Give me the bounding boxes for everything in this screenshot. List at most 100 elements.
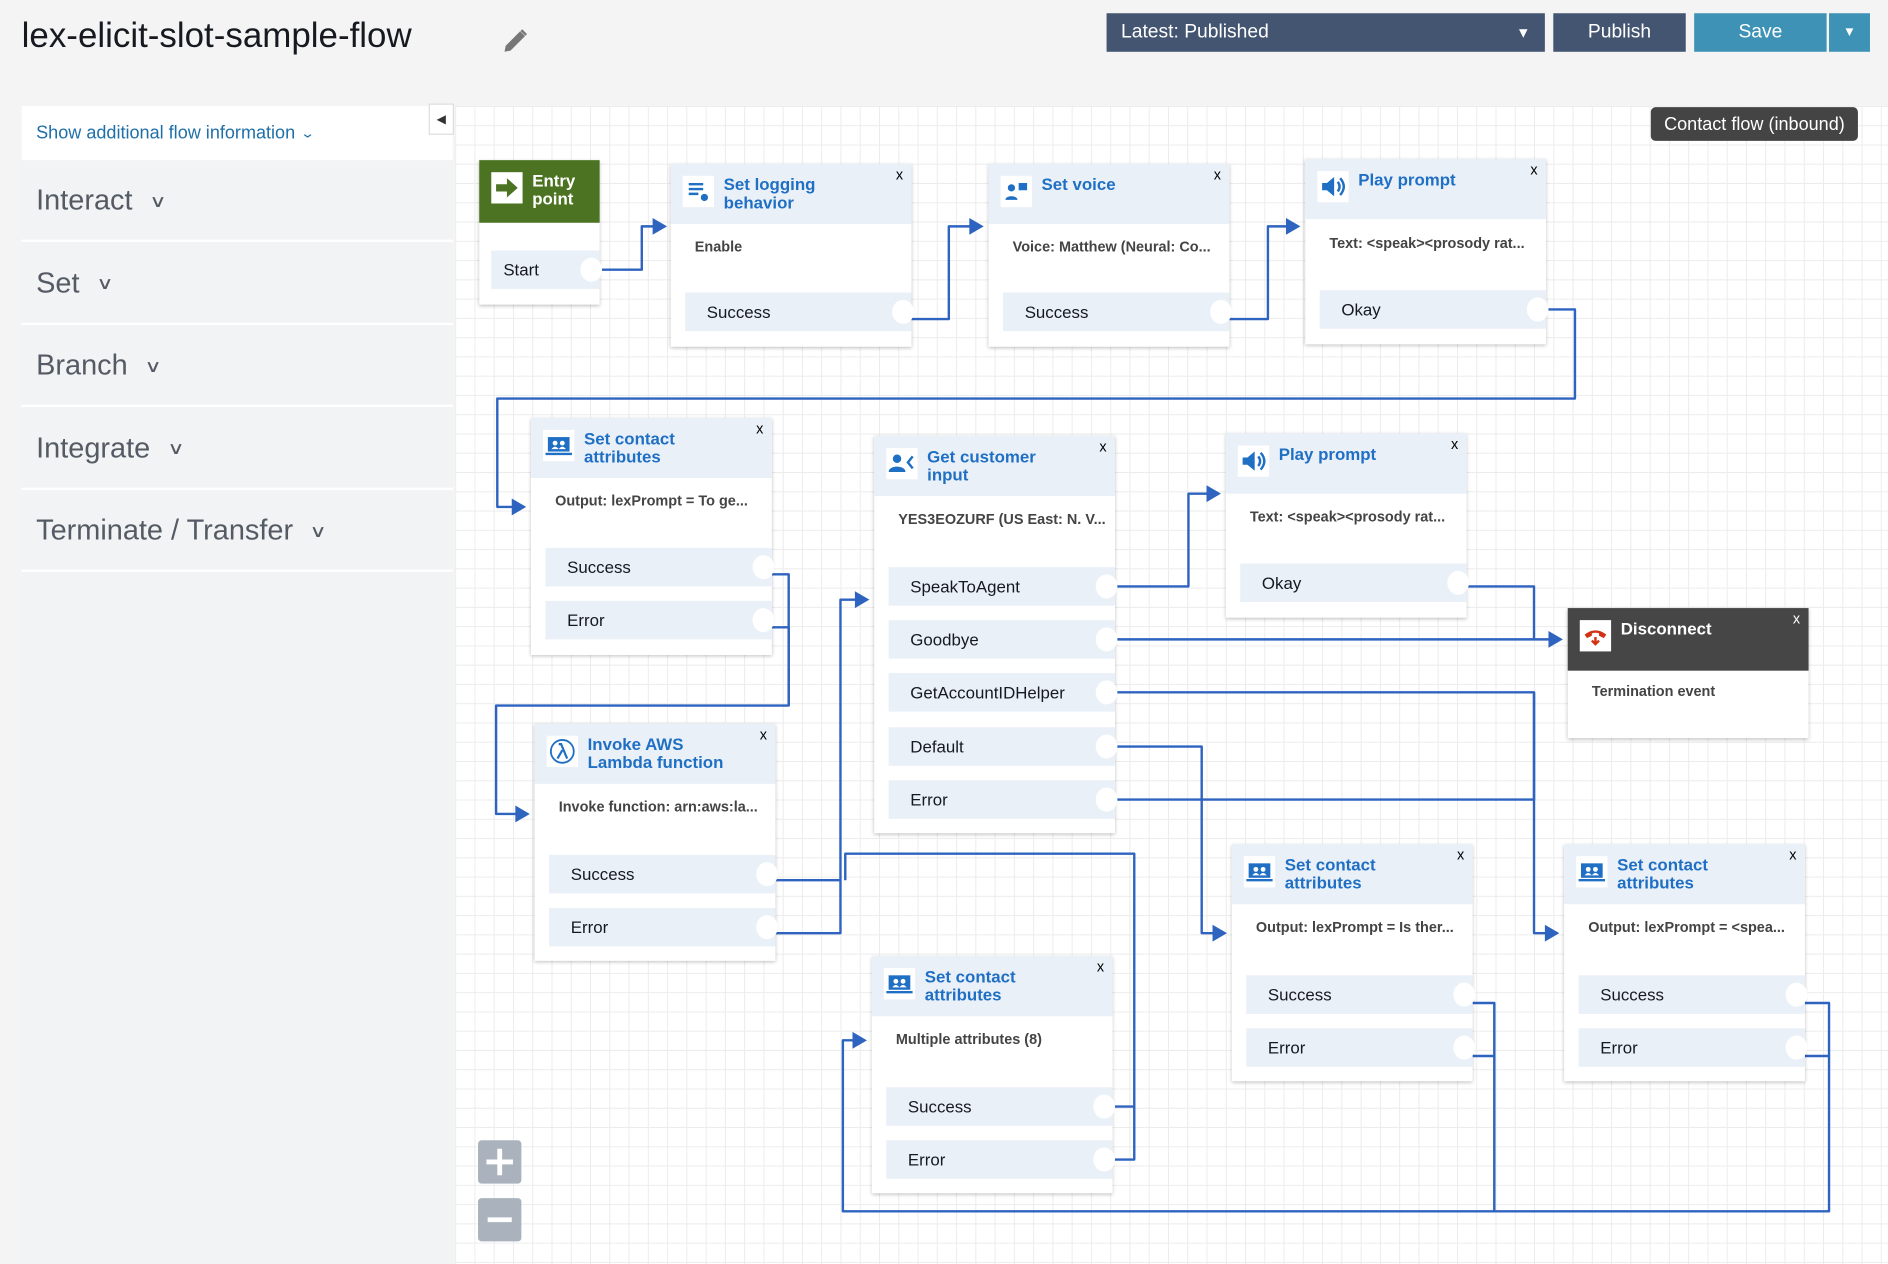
contact-attributes-icon bbox=[543, 429, 575, 462]
collapse-sidebar-button[interactable]: ◀ bbox=[428, 103, 454, 135]
close-icon[interactable]: x bbox=[1099, 438, 1107, 456]
category-terminate-transfer[interactable]: Terminate / Transfer∨ bbox=[21, 492, 453, 572]
category-label: Set bbox=[36, 266, 80, 300]
contact-attributes-icon bbox=[1243, 856, 1276, 888]
branch-port[interactable] bbox=[1095, 734, 1118, 759]
close-icon[interactable]: x bbox=[1213, 166, 1221, 184]
branch-error: Error bbox=[886, 1140, 1115, 1179]
close-icon[interactable]: x bbox=[1792, 610, 1801, 628]
branch-port[interactable] bbox=[1453, 1035, 1476, 1060]
branch-port[interactable] bbox=[892, 299, 914, 324]
branch-error: Error bbox=[888, 780, 1118, 819]
publish-button[interactable]: Publish bbox=[1553, 13, 1686, 52]
branch-port[interactable] bbox=[1093, 1147, 1115, 1172]
zoom-in-button[interactable] bbox=[478, 1140, 522, 1184]
block-title: Set voice bbox=[1041, 174, 1116, 194]
branch-success: Success bbox=[1246, 975, 1476, 1014]
category-set[interactable]: Set ∨ bbox=[21, 245, 453, 325]
branch-error: Error bbox=[549, 907, 778, 947]
logging-icon bbox=[682, 175, 715, 208]
category-label: Interact bbox=[36, 184, 133, 217]
branch-error: Error bbox=[1578, 1028, 1808, 1067]
entry-arrow-icon bbox=[491, 172, 523, 204]
block-title: Entry point bbox=[532, 170, 576, 209]
branch-default: Default bbox=[888, 727, 1118, 766]
branch-port[interactable] bbox=[1447, 570, 1470, 595]
save-button[interactable]: Save bbox=[1694, 13, 1827, 52]
branch-port[interactable] bbox=[1095, 627, 1118, 652]
branch-port[interactable] bbox=[1785, 982, 1808, 1007]
block-title: Set contact attributes bbox=[1617, 854, 1708, 893]
chevron-down-icon: ∨ bbox=[166, 438, 185, 458]
branch-start: Start bbox=[491, 250, 603, 289]
block-title: Set contact attributes bbox=[924, 966, 1016, 1005]
branch-port[interactable] bbox=[1210, 299, 1232, 324]
block-description: Text: <speak><prosody rat... bbox=[1329, 234, 1525, 252]
plus-icon bbox=[486, 1148, 513, 1176]
branch-error: Error bbox=[1246, 1028, 1476, 1067]
close-icon[interactable]: x bbox=[759, 726, 768, 743]
close-icon[interactable]: x bbox=[1450, 435, 1459, 453]
branch-success: Success bbox=[545, 547, 775, 587]
branch-port[interactable] bbox=[756, 915, 778, 940]
close-icon[interactable]: x bbox=[895, 166, 904, 184]
branch-port[interactable] bbox=[1095, 574, 1118, 599]
close-icon[interactable]: x bbox=[756, 420, 764, 438]
branch-label: Success bbox=[1267, 984, 1332, 1005]
customer-input-icon bbox=[886, 447, 918, 480]
branch-port[interactable] bbox=[1093, 1094, 1115, 1119]
branch-port[interactable] bbox=[1095, 680, 1118, 705]
block-title: Play prompt bbox=[1278, 444, 1377, 464]
version-select[interactable]: Latest: Published ▼ bbox=[1106, 13, 1545, 52]
show-flow-info-label: Show additional flow information bbox=[36, 122, 296, 144]
close-icon[interactable]: x bbox=[1456, 846, 1465, 864]
caret-left-icon: ◀ bbox=[436, 112, 446, 126]
speaker-icon bbox=[1317, 170, 1349, 203]
close-icon[interactable]: x bbox=[1096, 958, 1105, 976]
chevron-down-icon: ⌄ bbox=[300, 126, 316, 141]
branch-label: Success bbox=[570, 864, 635, 884]
branch-port[interactable] bbox=[580, 257, 603, 282]
branch-port[interactable] bbox=[756, 862, 778, 887]
branch-port[interactable] bbox=[1453, 982, 1476, 1007]
block-title: Set logging behavior bbox=[723, 174, 816, 212]
branch-port[interactable] bbox=[1785, 1035, 1808, 1060]
contact-attributes-icon bbox=[883, 968, 916, 1000]
branch-label: Start bbox=[503, 260, 539, 280]
branch-label: Okay bbox=[1341, 299, 1381, 320]
show-flow-info-toggle[interactable]: Show additional flow information ⌄ bbox=[21, 105, 453, 161]
branch-label: Success bbox=[706, 302, 771, 322]
category-branch[interactable]: Branch∨ bbox=[21, 327, 453, 407]
branch-port[interactable] bbox=[1526, 297, 1549, 322]
branch-port[interactable] bbox=[752, 555, 775, 580]
category-integrate[interactable]: Integrate∨ bbox=[21, 409, 453, 490]
branch-port[interactable] bbox=[1095, 787, 1118, 812]
branch-label: Success bbox=[1600, 984, 1664, 1005]
block-title: Get customer input bbox=[927, 446, 1036, 485]
save-options-button[interactable]: ▼ bbox=[1829, 13, 1870, 52]
block-description: Termination event bbox=[1591, 682, 1716, 700]
edit-pencil-icon[interactable] bbox=[501, 26, 530, 55]
close-icon[interactable]: x bbox=[1530, 161, 1538, 179]
close-icon[interactable]: x bbox=[1789, 846, 1797, 864]
zoom-out-button[interactable] bbox=[478, 1198, 522, 1242]
branch-port[interactable] bbox=[752, 608, 775, 633]
category-interact[interactable]: Interact∨ bbox=[21, 162, 453, 243]
branch-label: SpeakToAgent bbox=[910, 576, 1020, 597]
block-title: Set contact attributes bbox=[583, 428, 675, 466]
chevron-down-icon: ∨ bbox=[96, 273, 114, 293]
branch-getaccountidhelper: GetAccountIDHelper bbox=[888, 673, 1118, 712]
branch-label: Success bbox=[567, 557, 631, 577]
